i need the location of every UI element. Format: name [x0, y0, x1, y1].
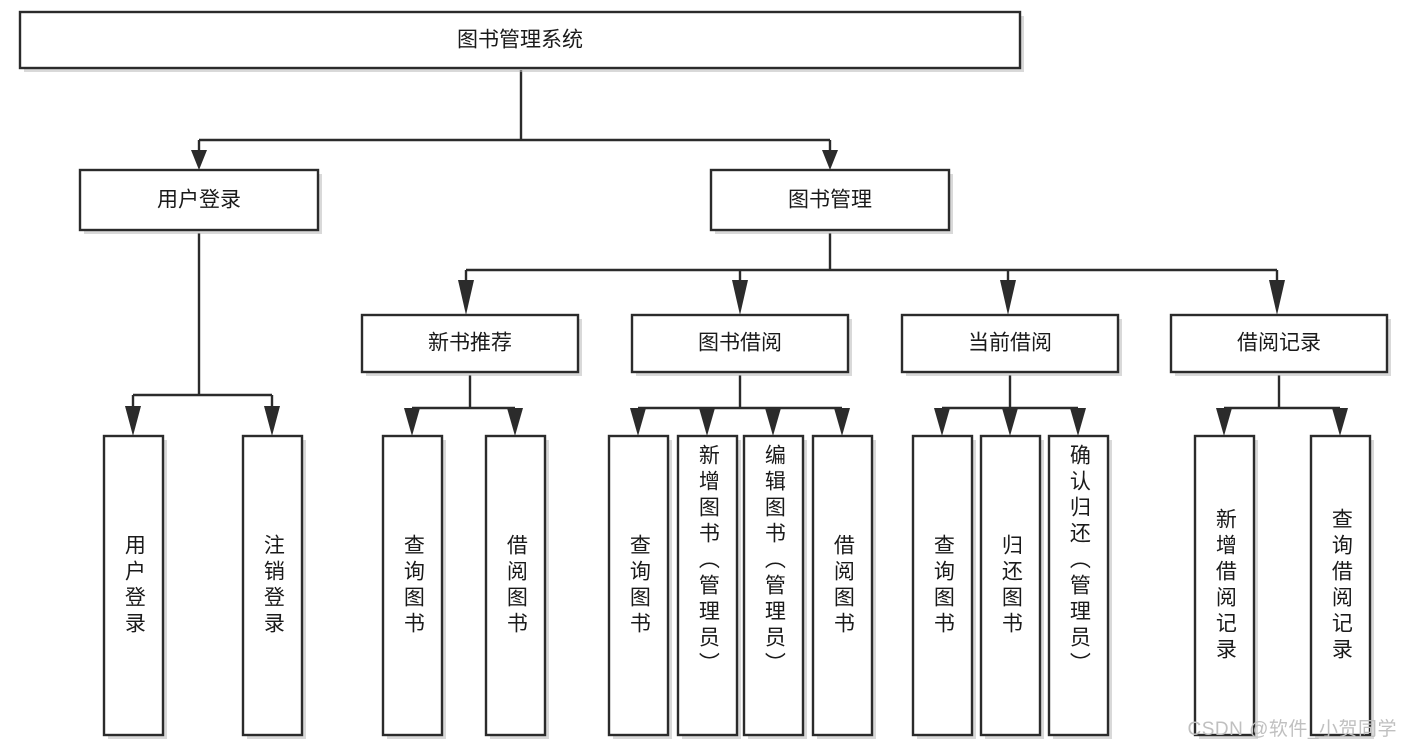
- node-user-login-box: [78, 168, 320, 232]
- node-leaf-query-book-2[interactable]: [607, 434, 672, 739]
- arrowhead-leaf-edit-book: [765, 408, 781, 436]
- node-current-borrow-box: [900, 313, 1120, 374]
- node-leaf-add-record-box: [1193, 434, 1256, 737]
- watermark: CSDN @软件_小贺同学: [1187, 719, 1397, 740]
- node-leaf-edit-book[interactable]: [742, 434, 807, 739]
- node-leaf-borrow-book-1[interactable]: [484, 434, 549, 739]
- arrowhead-leaf-query-book-3: [934, 408, 950, 436]
- arrowhead-borrow-record: [1269, 280, 1285, 315]
- node-leaf-query-record-box: [1309, 434, 1372, 737]
- node-leaf-borrow-book-2[interactable]: [811, 434, 876, 739]
- node-leaf-query-book-1[interactable]: [381, 434, 446, 739]
- arrowhead-new-book-recommend: [458, 280, 474, 315]
- arrowhead-leaf-query-record: [1332, 408, 1348, 436]
- node-book-borrow-label: 图书借阅: [698, 332, 782, 355]
- node-leaf-logout-box: [241, 434, 304, 737]
- arrowhead-leaf-logout: [264, 406, 280, 436]
- node-leaf-query-book-3-box: [911, 434, 974, 737]
- node-leaf-query-record[interactable]: [1309, 434, 1374, 739]
- node-book-management-box: [709, 168, 951, 232]
- arrowhead-leaf-return-book: [1002, 408, 1018, 436]
- node-root[interactable]: 图书管理系统: [18, 10, 1024, 72]
- node-new-book-recommend-box: [360, 313, 580, 374]
- node-current-borrow[interactable]: 当前借阅: [900, 313, 1122, 376]
- arrowhead-leaf-borrow-book-2: [834, 408, 850, 436]
- node-borrow-record-box: [1169, 313, 1389, 374]
- arrowhead-book-management: [822, 150, 838, 170]
- node-new-book-recommend-label: 新书推荐: [428, 332, 512, 355]
- node-borrow-record-label: 借阅记录: [1237, 332, 1321, 355]
- arrowhead-leaf-confirm-return: [1070, 408, 1086, 436]
- node-book-borrow[interactable]: 图书借阅: [630, 313, 852, 376]
- arrowhead-book-borrow: [732, 280, 748, 315]
- node-root-box: [18, 10, 1022, 70]
- arrowhead-user-login: [191, 150, 207, 170]
- node-leaf-edit-book-box: [742, 434, 805, 737]
- node-root-label: 图书管理系统: [457, 29, 583, 52]
- node-leaf-borrow-book-2-box: [811, 434, 874, 737]
- arrowhead-leaf-add-record: [1216, 408, 1232, 436]
- node-borrow-record[interactable]: 借阅记录: [1169, 313, 1391, 376]
- node-new-book-recommend[interactable]: 新书推荐: [360, 313, 582, 376]
- node-leaf-logout[interactable]: [241, 434, 306, 739]
- arrowhead-leaf-add-book: [699, 408, 715, 436]
- node-leaf-user-login-box: [102, 434, 165, 737]
- node-leaf-add-book[interactable]: [676, 434, 741, 739]
- node-leaf-return-book-box: [979, 434, 1042, 737]
- node-leaf-return-book[interactable]: [979, 434, 1044, 739]
- arrowhead-current-borrow: [1000, 280, 1016, 315]
- arrowhead-leaf-borrow-book-1: [507, 408, 523, 436]
- node-book-borrow-box: [630, 313, 850, 374]
- node-leaf-add-record[interactable]: [1193, 434, 1258, 739]
- node-book-management[interactable]: 图书管理: [709, 168, 953, 234]
- node-leaf-query-book-3[interactable]: [911, 434, 976, 739]
- node-leaf-add-book-box: [676, 434, 739, 737]
- node-current-borrow-label: 当前借阅: [968, 332, 1052, 355]
- node-user-login[interactable]: 用户登录: [78, 168, 322, 234]
- arrowhead-leaf-query-book-2: [630, 408, 646, 436]
- node-leaf-user-login[interactable]: [102, 434, 167, 739]
- node-leaf-confirm-return-box: [1047, 434, 1110, 737]
- node-layer: 图书管理系统 用户登录 图书管理 新书推荐: [18, 10, 1391, 739]
- node-leaf-borrow-book-1-box: [484, 434, 547, 737]
- node-leaf-query-book-2-box: [607, 434, 670, 737]
- node-leaf-query-book-1-box: [381, 434, 444, 737]
- node-user-login-label: 用户登录: [157, 189, 241, 212]
- connector-layer: [125, 70, 1348, 436]
- node-book-management-label: 图书管理: [788, 189, 872, 212]
- arrowhead-leaf-user-login: [125, 406, 141, 436]
- node-leaf-confirm-return[interactable]: [1047, 434, 1112, 739]
- arrowhead-leaf-query-book-1: [404, 408, 420, 436]
